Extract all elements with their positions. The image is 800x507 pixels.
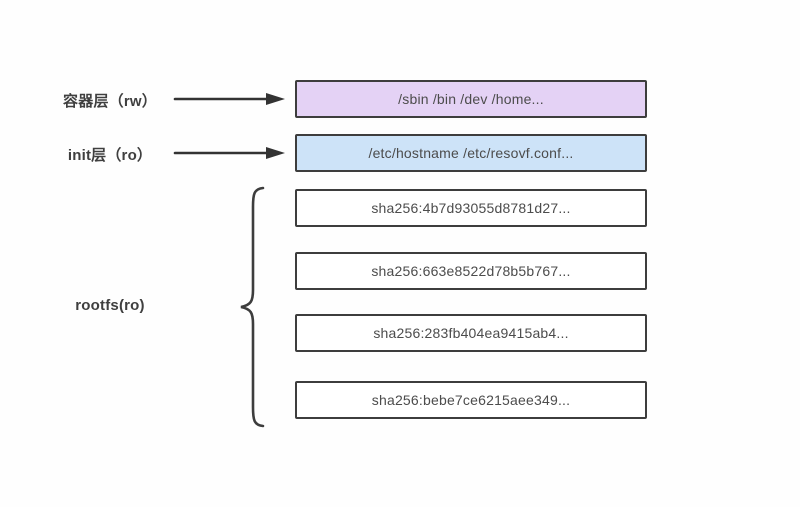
rootfs-layer-box: sha256:283fb404ea9415ab4...: [295, 314, 647, 352]
container-layer-box: /sbin /bin /dev /home...: [295, 80, 647, 118]
rootfs-layer-box: sha256:bebe7ce6215aee349...: [295, 381, 647, 419]
rootfs-label: rootfs(ro): [75, 297, 145, 314]
arrow-right-icon: [173, 93, 285, 105]
init-layer-label: init层（ro）: [67, 147, 153, 164]
rootfs-layer-box: sha256:663e8522d78b5b767...: [295, 252, 647, 290]
rootfs-layer-box: sha256:4b7d93055d8781d27...: [295, 189, 647, 227]
container-layer-label: 容器层（rw）: [63, 93, 157, 110]
arrow-right-icon: [173, 147, 285, 159]
init-layer-box: /etc/hostname /etc/resovf.conf...: [295, 134, 647, 172]
curly-brace-icon: [240, 186, 265, 428]
